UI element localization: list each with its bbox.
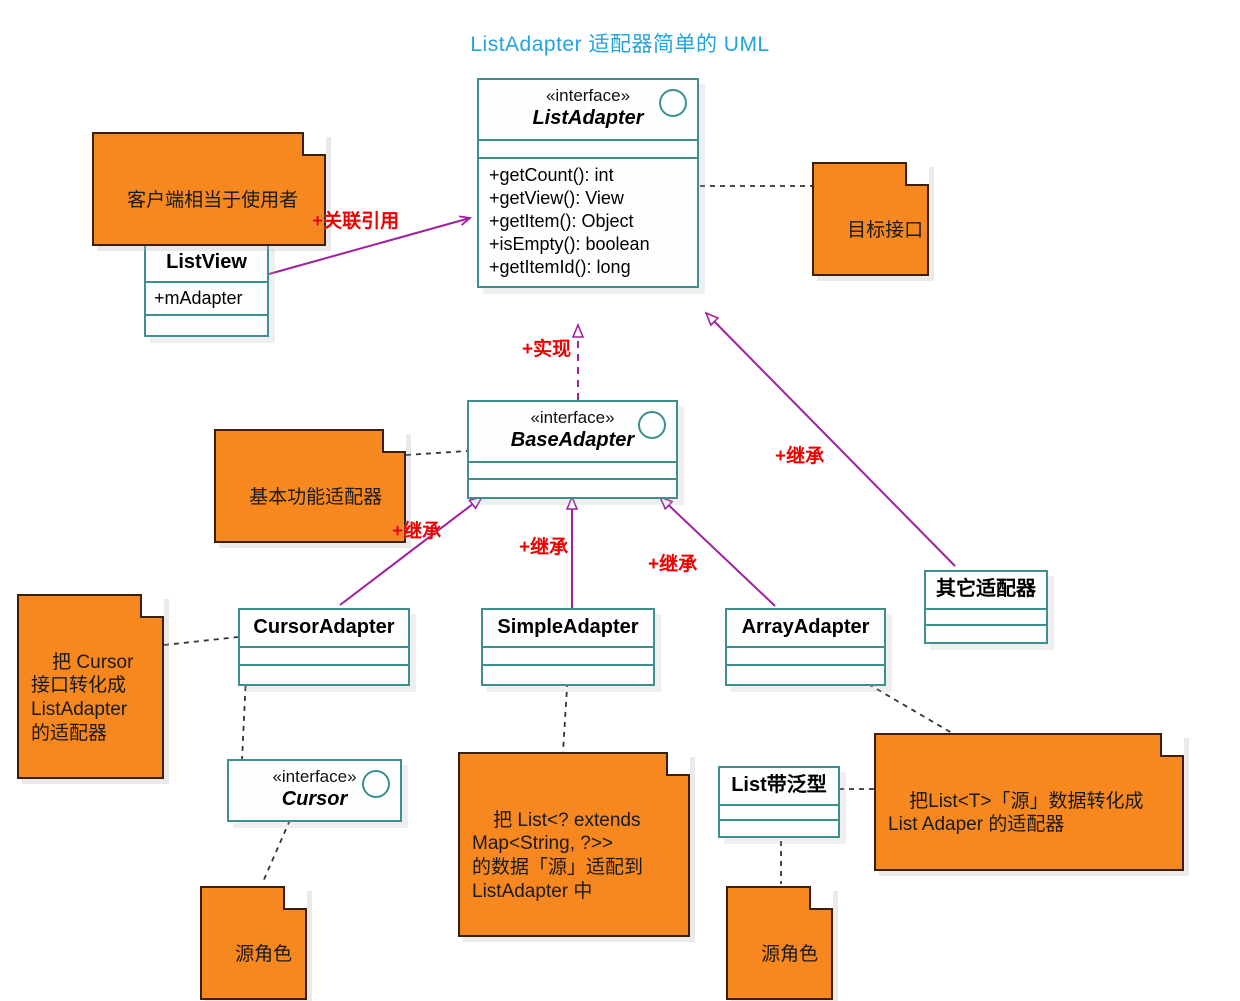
edge-basefn-note-baseadapter bbox=[405, 450, 468, 456]
class-box-listadapter[interactable]: «interface» ListAdapter +getCount(): int… bbox=[477, 78, 699, 289]
attributes-compartment-listview: +mAdapter bbox=[146, 283, 267, 317]
class-name-cursor: Cursor bbox=[281, 788, 348, 811]
class-box-otheradapter[interactable]: 其它适配器 bbox=[924, 570, 1048, 644]
attributes-compartment-cursoradapter bbox=[240, 648, 408, 666]
edge-label-inherit-array: +继承 bbox=[648, 554, 698, 575]
attribute-madapter: +mAdapter bbox=[154, 288, 243, 308]
note-cursor-adapter-text: 把 Cursor 接口转化成 ListAdapter 的适配器 bbox=[31, 651, 134, 744]
method-getview: +getView(): View bbox=[489, 188, 624, 209]
note-base-function[interactable]: 基本功能适配器 bbox=[214, 429, 406, 543]
note-fold-corner-icon bbox=[809, 886, 833, 910]
methods-compartment-listgeneric bbox=[720, 821, 838, 836]
class-header-arrayadapter: ArrayAdapter bbox=[727, 610, 884, 648]
method-isempty: +isEmpty(): boolean bbox=[489, 234, 650, 255]
stereotype-label: «interface» bbox=[530, 408, 615, 427]
class-box-arrayadapter[interactable]: ArrayAdapter bbox=[725, 608, 886, 686]
note-simple-adapter[interactable]: 把 List<? extends Map<String, ?>> 的数据「源」适… bbox=[458, 752, 690, 938]
class-name-simpleadapter: SimpleAdapter bbox=[497, 616, 639, 638]
note-target-interface-text: 目标接口 bbox=[847, 219, 924, 241]
class-header-baseadapter: «interface» BaseAdapter bbox=[469, 402, 676, 464]
class-box-simpleadapter[interactable]: SimpleAdapter bbox=[481, 608, 655, 686]
note-client-text: 客户端相当于使用者 bbox=[127, 189, 299, 211]
edge-cursornote-cursoradapter bbox=[163, 636, 239, 646]
methods-compartment-listview bbox=[146, 316, 267, 335]
attributes-compartment-arrayadapter bbox=[727, 648, 884, 666]
class-name-listgeneric: List带泛型 bbox=[731, 774, 827, 796]
edge-label-inherit-cursor: +继承 bbox=[392, 521, 442, 542]
note-source-role-left[interactable]: 源角色 bbox=[200, 886, 307, 1000]
methods-compartment-baseadapter bbox=[469, 480, 676, 497]
attributes-compartment-listgeneric bbox=[720, 806, 838, 821]
page-title: ListAdapter 适配器简单的 UML bbox=[470, 33, 770, 56]
methods-compartment-simpleadapter bbox=[483, 666, 653, 684]
method-getitemid: +getItemId(): long bbox=[489, 257, 631, 278]
class-box-listgeneric[interactable]: List带泛型 bbox=[718, 766, 840, 838]
methods-compartment-arrayadapter bbox=[727, 666, 884, 684]
edge-label-realization: +实现 bbox=[522, 339, 572, 360]
class-header-simpleadapter: SimpleAdapter bbox=[483, 610, 653, 648]
interface-circle-icon bbox=[659, 89, 687, 117]
note-source-role-right-text: 源角色 bbox=[761, 943, 819, 965]
note-array-adapter-text: 把List<T>「源」数据转化成 List Adaper 的适配器 bbox=[888, 790, 1144, 836]
class-name-listadapter: ListAdapter bbox=[532, 107, 644, 130]
interface-circle-icon bbox=[638, 411, 666, 439]
attributes-compartment-listadapter bbox=[479, 141, 697, 160]
method-getitem: +getItem(): Object bbox=[489, 211, 634, 232]
edge-label-inherit-simple: +继承 bbox=[519, 537, 569, 558]
note-fold-corner-icon bbox=[905, 162, 929, 186]
class-box-baseadapter[interactable]: «interface» BaseAdapter bbox=[467, 400, 678, 500]
attributes-compartment-otheradapter bbox=[926, 610, 1046, 626]
note-source-role-left-text: 源角色 bbox=[235, 943, 293, 965]
class-box-cursor[interactable]: «interface» Cursor bbox=[227, 759, 402, 823]
note-cursor-adapter[interactable]: 把 Cursor 接口转化成 ListAdapter 的适配器 bbox=[17, 594, 164, 780]
note-target-interface[interactable]: 目标接口 bbox=[812, 162, 929, 276]
edge-cursoradapter-cursor bbox=[241, 675, 247, 761]
class-header-listadapter: «interface» ListAdapter bbox=[479, 80, 697, 142]
class-box-listview[interactable]: ListView +mAdapter bbox=[144, 243, 269, 338]
class-header-cursor: «interface» Cursor bbox=[229, 761, 400, 820]
note-fold-corner-icon bbox=[140, 594, 164, 618]
note-fold-corner-icon bbox=[1160, 733, 1184, 757]
class-name-otheradapter: 其它适配器 bbox=[936, 578, 1036, 600]
class-name-baseadapter: BaseAdapter bbox=[510, 429, 635, 452]
note-fold-corner-icon bbox=[666, 752, 690, 776]
methods-compartment-otheradapter bbox=[926, 626, 1046, 642]
attributes-compartment-simpleadapter bbox=[483, 648, 653, 666]
note-fold-corner-icon bbox=[302, 132, 326, 156]
note-fold-corner-icon bbox=[283, 886, 307, 910]
class-header-listgeneric: List带泛型 bbox=[720, 768, 838, 806]
note-array-adapter[interactable]: 把List<T>「源」数据转化成 List Adaper 的适配器 bbox=[874, 733, 1184, 871]
class-name-cursoradapter: CursorAdapter bbox=[253, 616, 395, 638]
method-getcount: +getCount(): int bbox=[489, 165, 614, 186]
note-base-function-text: 基本功能适配器 bbox=[249, 486, 383, 508]
note-fold-corner-icon bbox=[382, 429, 406, 453]
methods-compartment-cursoradapter bbox=[240, 666, 408, 684]
interface-circle-icon bbox=[362, 770, 390, 798]
note-simple-adapter-text: 把 List<? extends Map<String, ?>> 的数据「源」适… bbox=[472, 809, 644, 902]
class-header-otheradapter: 其它适配器 bbox=[926, 572, 1046, 610]
class-header-cursoradapter: CursorAdapter bbox=[240, 610, 408, 648]
edge-inherit-otheradapter-listadapter bbox=[706, 313, 956, 567]
attributes-compartment-baseadapter bbox=[469, 463, 676, 481]
note-client[interactable]: 客户端相当于使用者 bbox=[92, 132, 326, 246]
edge-label-inherit-other: +继承 bbox=[775, 446, 825, 467]
class-header-listview: ListView bbox=[146, 245, 267, 283]
note-source-role-right[interactable]: 源角色 bbox=[726, 886, 833, 1000]
class-name-listview: ListView bbox=[166, 251, 247, 273]
edge-label-association: +关联引用 bbox=[312, 211, 400, 232]
edge-cursor-source-role bbox=[261, 819, 291, 885]
stereotype-label: «interface» bbox=[272, 767, 357, 786]
class-name-arrayadapter: ArrayAdapter bbox=[741, 616, 870, 638]
class-box-cursoradapter[interactable]: CursorAdapter bbox=[238, 608, 410, 686]
stereotype-label: «interface» bbox=[545, 86, 631, 105]
methods-compartment-listadapter: +getCount(): int +getView(): View +getIt… bbox=[479, 159, 697, 286]
